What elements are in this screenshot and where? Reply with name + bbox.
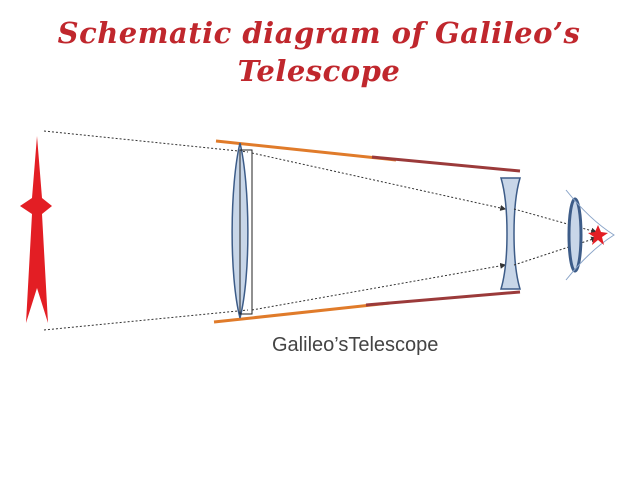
slide-title: Schematic diagram of Galileo’s Telescope [0,14,638,90]
eye-outline-icon [565,189,615,281]
objective-tube-bottom [213,301,391,324]
ray-bottom-inside [251,262,507,311]
object-arrow-icon [20,136,52,323]
image-star-icon [588,225,608,245]
eyepiece-tube-top [371,155,521,173]
eyepiece-tube-bottom [365,290,521,307]
ray-top-to-eye [513,208,598,234]
objective-tube-top [215,139,397,162]
title-line-1: Schematic diagram of Galileo’s [57,16,581,50]
ray-top-inside [251,152,507,211]
title-line-2: Telescope [237,54,401,88]
eye-lens-icon [567,197,583,273]
ray-bottom-to-eye [513,236,598,266]
ray-bottom-incoming [43,309,249,331]
eyepiece-lens-icon [499,177,522,290]
diagram-caption: Galileo’sTelescope [272,334,439,356]
objective-lens-frame [239,149,253,315]
